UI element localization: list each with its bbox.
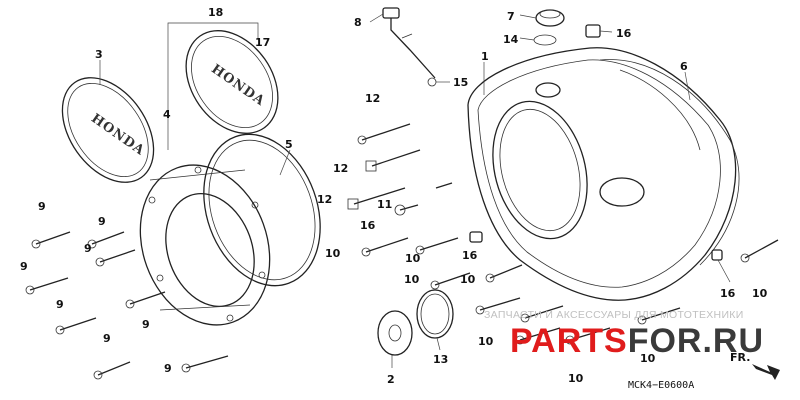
callout-16-top: 16: [616, 27, 632, 40]
direction-label: FR.: [730, 351, 750, 364]
gasket-5: [203, 133, 321, 287]
callout-12-a: 12: [365, 92, 380, 105]
callout-10-c: 10: [404, 273, 420, 286]
emblem-3: HONDA: [61, 77, 155, 183]
callout-10-f: 10: [640, 352, 656, 365]
callout-8: 8: [354, 16, 362, 29]
callout-12-b: 12: [333, 162, 348, 175]
watermark-tagline: ЗАПЧАСТИ И АКСЕССУАРЫ ДЛЯ МОТОТЕХНИКИ: [484, 309, 744, 321]
callout-numbers: 18 17 3 4 5 8 7 14 16 15 1 6 12 12 12 11…: [20, 6, 768, 386]
callout-9-a: 9: [38, 200, 46, 213]
callout-16-low: 16: [462, 249, 478, 262]
front-direction-indicator: FR.: [730, 351, 780, 380]
dipstick-8: [382, 7, 436, 79]
bolt-10-12-group: [347, 123, 779, 345]
emblem-17-logo: HONDA: [208, 62, 267, 110]
callout-9-h: 9: [164, 362, 172, 375]
callout-10-g: 10: [568, 372, 584, 385]
callout-9-e: 9: [56, 298, 64, 311]
callout-6: 6: [680, 60, 688, 73]
callout-16-mid: 16: [360, 219, 376, 232]
crankcase-cover-1: [467, 47, 737, 301]
callout-9-b: 9: [98, 215, 106, 228]
oring-13: [416, 289, 454, 339]
callout-1: 1: [481, 50, 489, 63]
emblem-17: HONDA: [185, 30, 279, 134]
callout-9-d: 9: [20, 260, 28, 273]
watermark-brand-red: PARTS: [510, 322, 628, 360]
callout-10-b: 10: [405, 252, 421, 265]
oring-15: [427, 77, 437, 87]
callout-17: 17: [255, 36, 270, 49]
leader-lines: [99, 13, 731, 368]
callout-14: 14: [503, 33, 519, 46]
callout-18: 18: [208, 6, 223, 19]
callout-3: 3: [95, 48, 103, 61]
emblem-3-logo: HONDA: [88, 111, 147, 159]
watermark: ЗАПЧАСТИ И АКСЕССУАРЫ ДЛЯ МОТОТЕХНИКИ PA…: [484, 309, 764, 360]
callout-2: 2: [387, 373, 395, 386]
front-arrow-icon: [752, 364, 780, 380]
cover-plate-4: [139, 164, 271, 326]
oil-cap-7: [533, 9, 565, 46]
watermark-brand: PARTSFOR.RU: [510, 322, 764, 360]
dowel-16-top: [585, 24, 601, 38]
callout-10-a: 10: [325, 247, 341, 260]
callout-7: 7: [507, 10, 515, 23]
watermark-brand-dark: FOR.RU: [628, 322, 764, 360]
figure-code: MCK4−E0600A: [628, 380, 694, 391]
callout-9-g: 9: [103, 332, 111, 345]
callout-12-c: 12: [317, 193, 332, 206]
seal-2: [377, 310, 413, 356]
callout-5: 5: [285, 138, 293, 151]
callout-15: 15: [453, 76, 468, 89]
bracket-18: [167, 22, 259, 27]
callout-10-e: 10: [478, 335, 494, 348]
callout-13: 13: [433, 353, 448, 366]
bolt-9-group: [25, 231, 229, 380]
callout-10-h: 10: [752, 287, 768, 300]
callout-11: 11: [377, 198, 392, 211]
callout-9-f: 9: [142, 318, 150, 331]
gasket-6: [599, 59, 740, 266]
callout-10-d: 10: [460, 273, 476, 286]
callout-4: 4: [163, 108, 171, 121]
callout-16-right: 16: [720, 287, 736, 300]
callout-9-c: 9: [84, 242, 92, 255]
